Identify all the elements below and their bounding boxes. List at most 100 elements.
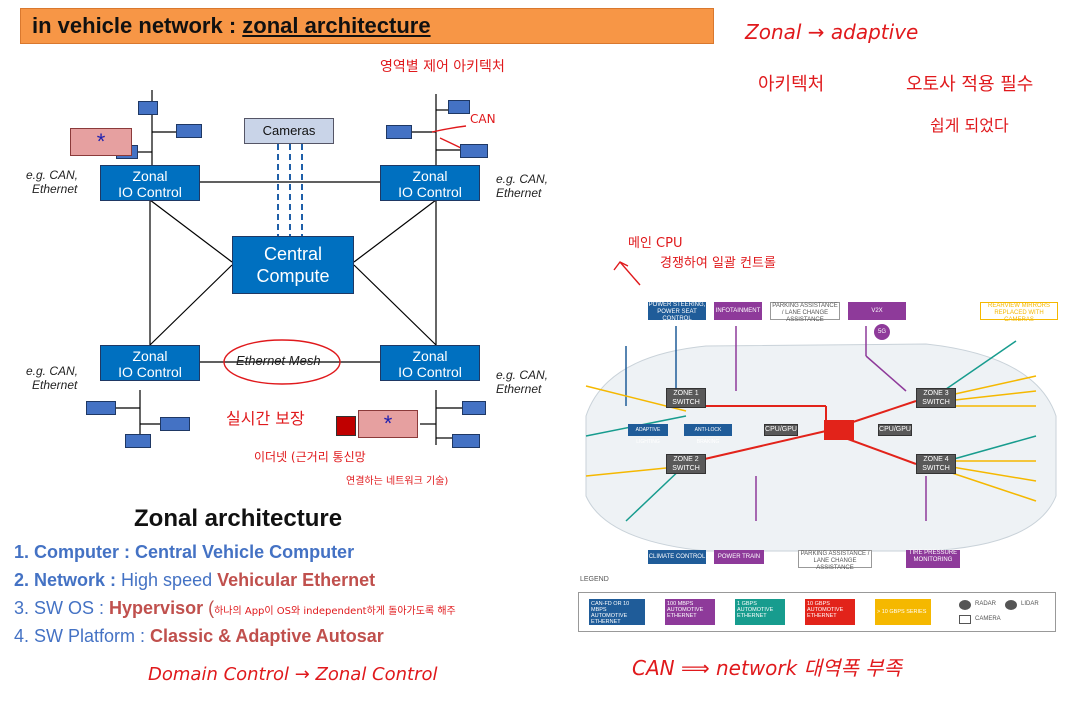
note-architecture: 아키텍처: [758, 74, 825, 95]
box-power-steering: POWER STEERING, POWER SEAT CONTROL: [648, 302, 706, 322]
zone-1-switch: ZONE 1 SWITCH: [666, 388, 706, 408]
zone-3-switch: ZONE 3 SWITCH: [916, 388, 956, 408]
legacy-ecu-box: *: [70, 128, 132, 156]
note-easy: 쉽게 되었다: [930, 116, 1009, 135]
block-line: Zonal: [132, 168, 168, 184]
car-architecture-figure: POWER STEERING, POWER SEAT CONTROL INFOT…: [566, 296, 1066, 608]
ecu-square: [176, 124, 202, 138]
box-anti-lock: ANTI-LOCK BRAKING: [684, 424, 732, 445]
list-num: 1.: [14, 542, 35, 562]
box-rearview: REARVIEW MIRRORS REPLACED WITH CAMERAS: [980, 302, 1058, 323]
note-ethernet-1: 이더넷 (근거리 통신망: [254, 450, 366, 464]
note-can-bandwidth: CAN ⟹ network 대역폭 부족: [632, 656, 902, 680]
title-highlight: zonal architecture: [242, 13, 431, 38]
list-num: 2.: [14, 570, 35, 590]
note-central-control: 경쟁하여 일괄 컨트롤: [660, 256, 776, 271]
list-label: Computer :: [34, 542, 136, 562]
legend-item: 1 GBPS AUTOMOTIVE ETHERNET: [735, 599, 785, 625]
block-line: IO Control: [398, 184, 462, 200]
eg-line: e.g. CAN,: [496, 368, 549, 382]
legend-camera: CAMERA: [975, 616, 1001, 622]
list-value: Central Vehicle Computer: [135, 542, 355, 562]
eg-line: e.g. CAN,: [26, 168, 79, 182]
list-value: Vehicular Ethernet: [217, 570, 376, 590]
eg-label-tr: e.g. CAN,Ethernet: [496, 172, 548, 200]
note-hypervisor: 하나의 App이 OS와 independent하게 돌아가도록 해주: [214, 606, 456, 617]
zonal-io-control-bl: Zonal IO Control: [100, 345, 200, 381]
box-powertrain: POWER TRAIN: [714, 550, 764, 564]
legend-radar: RADAR: [975, 601, 997, 607]
list-plain: High speed: [121, 570, 218, 590]
eg-line: Ethernet: [32, 182, 78, 196]
list-item-computer: 1. Computer : Central Vehicle Computer: [14, 542, 354, 563]
central-compute-chip: [824, 420, 854, 440]
block-line: IO Control: [398, 364, 462, 380]
box-parking-assist-bottom: PARKING ASSISTANCE / LANE CHANGE ASSISTA…: [798, 550, 872, 571]
title-prefix: in vehicle network :: [32, 13, 243, 38]
list-label: Network :: [34, 570, 122, 590]
zonal-io-control-tl: Zonal IO Control: [100, 165, 200, 201]
page-title: in vehicle network : zonal architecture: [32, 13, 431, 39]
note-autosar-required: 오토사 적용 필수: [906, 74, 1034, 95]
legend-item: CAN-FD OR 10 MBPS AUTOMOTIVE ETHERNET: [589, 599, 645, 625]
eg-line: Ethernet: [496, 382, 542, 396]
ecu-square: [460, 144, 488, 158]
block-line: Zonal: [412, 168, 448, 184]
note-ethernet-2: 연결하는 네트워크 기술): [346, 476, 449, 487]
ecu-square: [452, 434, 480, 448]
note-zone-control-arch: 영역별 제어 아키텍처: [380, 59, 505, 75]
camera-icon: [959, 615, 971, 624]
box-infotainment: INFOTAINMENT: [714, 302, 762, 320]
box-climate: CLIMATE CONTROL: [648, 550, 706, 564]
legacy-ecu-box: *: [358, 410, 418, 438]
list-item-swplatform: 4. SW Platform : Classic & Adaptive Auto…: [14, 626, 384, 647]
badge-5g: 5G: [874, 324, 890, 340]
note-can: CAN: [470, 112, 496, 126]
eg-line: Ethernet: [496, 186, 542, 200]
note-main-cpu: 메인 CPU: [628, 236, 683, 251]
block-line: IO Control: [118, 364, 182, 380]
central-compute-block: Central Compute: [232, 236, 354, 294]
list-num: 4.: [14, 626, 35, 646]
eg-line: Ethernet: [32, 378, 78, 392]
legend-title: LEGEND: [580, 576, 609, 583]
red-square: [336, 416, 356, 436]
zonal-io-control-br: Zonal IO Control: [380, 345, 480, 381]
cpu-gpu-left: CPU/GPU: [764, 424, 798, 436]
ecu-square: [386, 125, 412, 139]
legend-item: 10 GBPS AUTOMOTIVE ETHERNET: [805, 599, 855, 625]
note-realtime: 실시간 보장: [226, 409, 305, 428]
zonal-io-control-tr: Zonal IO Control: [380, 165, 480, 201]
box-v2x: V2X: [848, 302, 906, 320]
block-line: Zonal: [412, 348, 448, 364]
ethernet-mesh-label: Ethernet Mesh: [236, 353, 321, 368]
zone-4-switch: ZONE 4 SWITCH: [916, 454, 956, 474]
list-value: Hypervisor: [109, 598, 204, 618]
section-title: Zonal architecture: [134, 505, 343, 532]
block-line: Compute: [256, 266, 330, 286]
note-domain-zonal: Domain Control → Zonal Control: [148, 664, 438, 685]
list-item-network: 2. Network : High speed Vehicular Ethern…: [14, 570, 375, 591]
ecu-square: [462, 401, 486, 415]
block-line: Central: [263, 244, 323, 264]
list-label: SW Platform :: [34, 626, 151, 646]
title-bar: [20, 8, 714, 44]
note-zonal-adaptive: Zonal → adaptive: [745, 20, 919, 44]
zone-2-switch: ZONE 2 SWITCH: [666, 454, 706, 474]
list-item-swos: 3. SW OS : Hypervisor (하나의 App이 OS와 inde…: [14, 598, 456, 619]
list-value: Classic & Adaptive Autosar: [150, 626, 384, 646]
eg-line: e.g. CAN,: [496, 172, 549, 186]
block-line: Zonal: [132, 348, 168, 364]
ecu-square: [86, 401, 116, 415]
list-label: SW OS :: [34, 598, 110, 618]
eg-label-bl: e.g. CAN,Ethernet: [26, 364, 78, 392]
ecu-square: [160, 417, 190, 431]
ecu-square: [125, 434, 151, 448]
box-tire-pressure: TIRE PRESSURE MONITORING: [906, 550, 960, 568]
radar-icon: [959, 600, 971, 610]
ecu-square: [138, 101, 158, 115]
legend-lidar: LIDAR: [1021, 601, 1039, 607]
eg-line: e.g. CAN,: [26, 364, 79, 378]
lidar-icon: [1005, 600, 1017, 610]
